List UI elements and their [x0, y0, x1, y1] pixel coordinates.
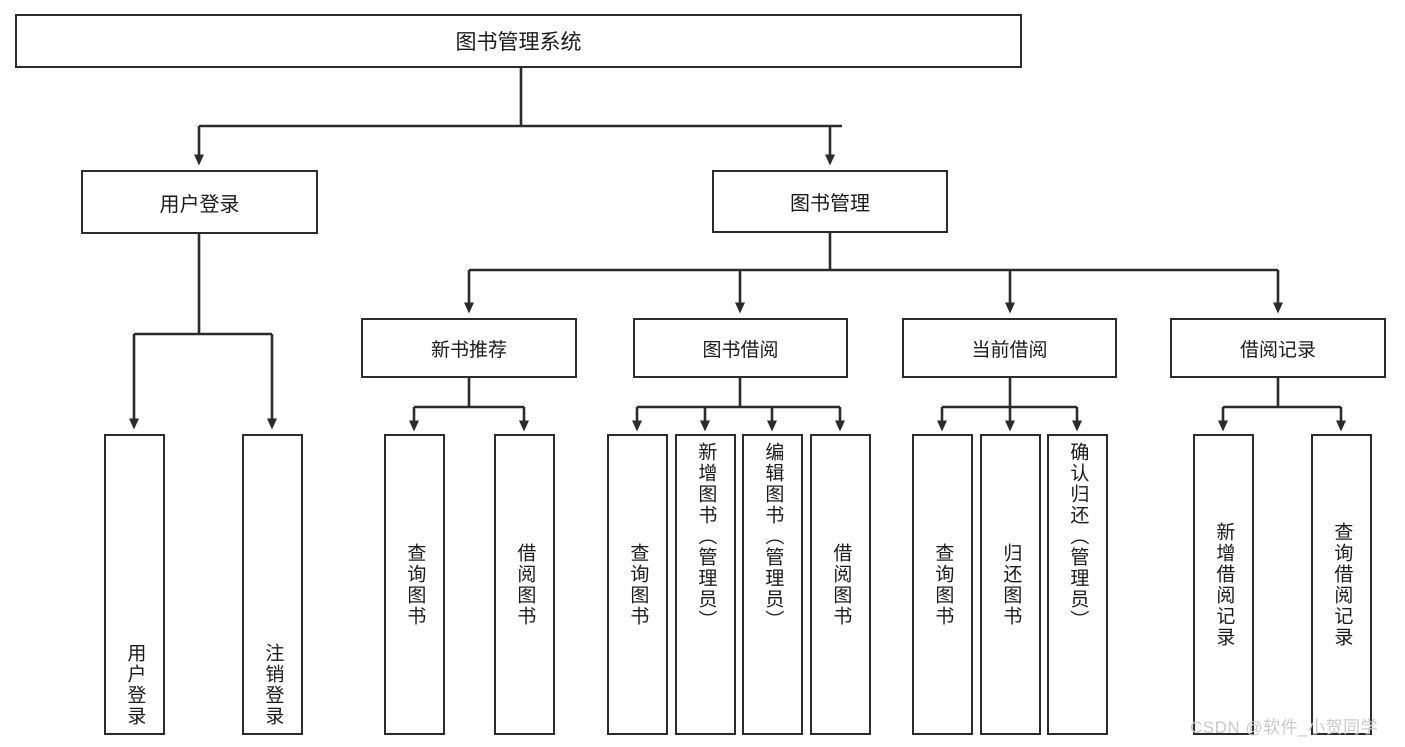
node-label: 编辑图书（管理员）	[762, 442, 784, 631]
node-label: 图书管理	[790, 193, 870, 215]
node-label: 查询图书	[627, 542, 649, 627]
node-root-book-management-system[interactable]: 图书管理系统	[15, 14, 1022, 68]
node-label: 查询图书	[932, 542, 954, 627]
node-label: 借阅记录	[1239, 339, 1316, 361]
node-leaf-query-book-2[interactable]: 查询图书	[607, 434, 668, 735]
node-leaf-query-borrow-record[interactable]: 查询借阅记录	[1311, 434, 1372, 735]
node-leaf-add-book-admin[interactable]: 新增图书（管理员）	[675, 434, 736, 735]
node-leaf-query-book-1[interactable]: 查询图书	[384, 434, 445, 735]
node-label: 用户登录	[124, 643, 146, 727]
node-label: 新增借阅记录	[1213, 521, 1235, 648]
node-current-borrow[interactable]: 当前借阅	[902, 318, 1117, 378]
node-label: 确认归还（管理员）	[1067, 442, 1089, 631]
node-borrow-record[interactable]: 借阅记录	[1170, 318, 1386, 378]
node-new-book-recommend[interactable]: 新书推荐	[361, 318, 577, 378]
node-book-borrow[interactable]: 图书借阅	[633, 318, 848, 378]
node-leaf-add-borrow-record[interactable]: 新增借阅记录	[1193, 434, 1254, 735]
node-label: 注销登录	[262, 643, 284, 727]
node-label: 归还图书	[1000, 542, 1022, 627]
node-label: 借阅图书	[514, 542, 536, 627]
node-label: 借阅图书	[830, 542, 852, 627]
node-leaf-query-book-3[interactable]: 查询图书	[912, 434, 973, 735]
node-leaf-edit-book-admin[interactable]: 编辑图书（管理员）	[742, 434, 803, 735]
node-label: 图书借阅	[702, 339, 779, 361]
node-user-login[interactable]: 用户登录	[81, 170, 318, 234]
node-leaf-return-book[interactable]: 归还图书	[980, 434, 1041, 735]
node-leaf-borrow-book-2[interactable]: 借阅图书	[810, 434, 871, 735]
node-leaf-logout-login[interactable]: 注销登录	[242, 434, 303, 735]
node-label: 当前借阅	[971, 339, 1048, 361]
node-leaf-confirm-return-admin[interactable]: 确认归还（管理员）	[1047, 434, 1108, 735]
node-label: 新书推荐	[430, 339, 507, 361]
csdn-watermark: CSDN @软件_小贺同学	[1190, 718, 1379, 737]
node-label: 图书管理系统	[455, 31, 582, 54]
node-label: 查询图书	[404, 542, 426, 627]
node-book-management[interactable]: 图书管理	[712, 170, 948, 233]
node-leaf-borrow-book-1[interactable]: 借阅图书	[494, 434, 555, 735]
node-label: 用户登录	[159, 193, 240, 216]
node-leaf-user-login[interactable]: 用户登录	[104, 434, 165, 735]
node-label: 新增图书（管理员）	[695, 442, 717, 631]
node-label: 查询借阅记录	[1331, 521, 1353, 648]
